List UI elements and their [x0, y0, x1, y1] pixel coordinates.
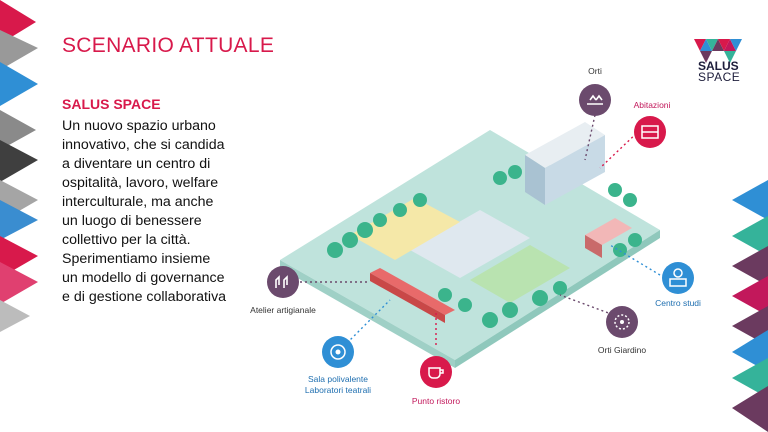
trees [327, 165, 642, 328]
parking-area [410, 210, 530, 278]
description-line: e di gestione collaborativa [62, 289, 227, 305]
description-line: innovativo, che si candida [62, 137, 225, 153]
description-line: interculturale, ma anche [62, 194, 214, 210]
orti-giardino-label: Orti Giardino [598, 345, 646, 355]
description-line: Sperimentiamo insieme [62, 251, 211, 267]
punto-ristoro-label: Punto ristoro [412, 396, 460, 406]
logo-word-2: SPACE [698, 70, 741, 84]
slide-title: SCENARIO ATTUALE [62, 34, 275, 57]
sala-label-line2: Laboratori teatrali [305, 385, 371, 395]
residence-building [525, 122, 605, 168]
centro-studi-icon [662, 262, 694, 294]
orti-icon [579, 84, 611, 116]
sports-field [470, 245, 570, 303]
orti-giardino-icon [606, 306, 638, 338]
atelier-icon [267, 266, 299, 298]
right-decoration [732, 180, 768, 432]
description-text: Un nuovo spazio urbano innovativo, che s… [62, 117, 252, 307]
centro-studi-label: Centro studi [655, 298, 701, 308]
punto-ristoro-icon [420, 356, 452, 388]
workshop-building [370, 268, 455, 315]
study-building [585, 218, 632, 245]
description-line: a diventare un centro di [62, 156, 211, 172]
description-line: collettivo per la città. [62, 232, 191, 248]
description-line: Un nuovo spazio urbano [62, 118, 216, 134]
salus-space-logo-icon [694, 39, 742, 63]
logo-text: SALUS SPACE [698, 59, 741, 84]
abitazioni-icon [634, 116, 666, 148]
abitazioni-label: Abitazioni [634, 100, 671, 110]
description-line: un modello di governance [62, 270, 225, 286]
atelier-label: Atelier artigianale [250, 305, 316, 315]
courtyard [350, 198, 460, 260]
sala-polivalente-icon [322, 336, 354, 368]
section-subtitle: SALUS SPACE [62, 96, 161, 112]
sala-label-line1: Sala polivalente [308, 374, 368, 384]
left-decoration [0, 0, 38, 332]
site-map-illustration: Orti Abitazioni Atelier artigianale Cent… [250, 66, 701, 406]
description-line: ospitalità, lavoro, welfare [62, 175, 219, 191]
orti-label: Orti [588, 66, 602, 76]
description-line: un luogo di benessere [62, 213, 202, 229]
logo-word-1: SALUS [698, 59, 739, 73]
